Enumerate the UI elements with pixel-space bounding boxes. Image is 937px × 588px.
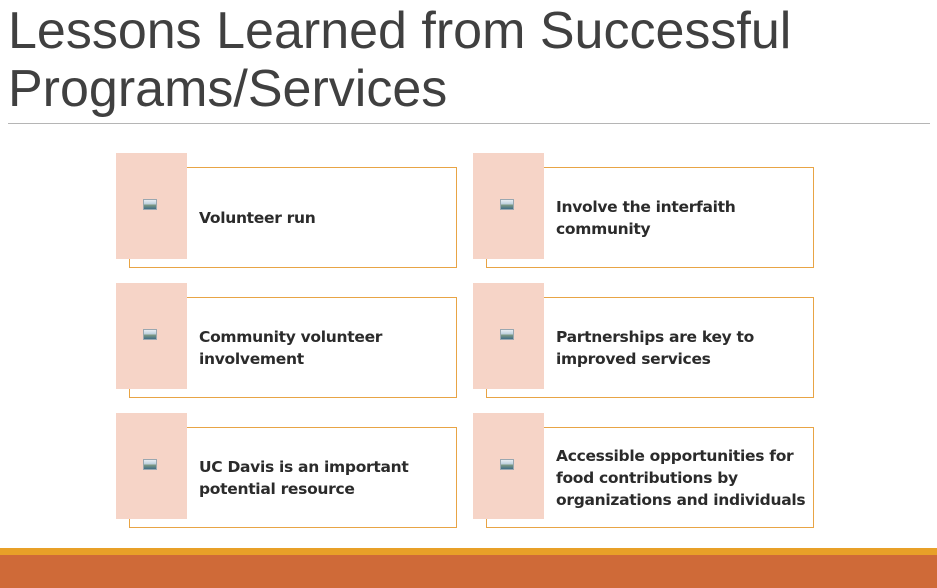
card-text: Involve the interfaith community bbox=[556, 197, 736, 238]
card-tab bbox=[473, 283, 544, 389]
card-text: Community volunteer involvement bbox=[199, 327, 383, 368]
card-tab bbox=[116, 283, 187, 389]
card-text: UC Davis is an important potential resou… bbox=[199, 457, 409, 498]
lesson-card-interfaith-community: Involve the interfaith community bbox=[473, 153, 818, 271]
lesson-card-food-contributions: Accessible opportunities for food contri… bbox=[473, 413, 818, 531]
lesson-card-community-volunteer: Community volunteer involvement bbox=[116, 283, 461, 401]
picture-icon bbox=[143, 459, 157, 470]
lesson-card-volunteer-run: Volunteer run bbox=[116, 153, 461, 271]
card-tab bbox=[473, 153, 544, 259]
picture-icon bbox=[500, 199, 514, 210]
lesson-card-partnerships: Partnerships are key to improved service… bbox=[473, 283, 818, 401]
card-text: Volunteer run bbox=[199, 208, 316, 227]
card-text: Partnerships are key to improved service… bbox=[556, 327, 755, 368]
card-tab bbox=[116, 413, 187, 519]
card-tab bbox=[116, 153, 187, 259]
card-tab bbox=[473, 413, 544, 519]
slide-title-line-2: Programs/Services bbox=[8, 60, 448, 118]
title-divider bbox=[8, 123, 930, 124]
picture-icon bbox=[500, 459, 514, 470]
picture-icon bbox=[500, 329, 514, 340]
footer-accent-bar bbox=[0, 548, 937, 555]
slide-title: Lessons Learned from Successful Programs… bbox=[8, 2, 928, 118]
footer-bar bbox=[0, 555, 937, 588]
slide-title-line-1: Lessons Learned from Successful bbox=[8, 2, 792, 60]
lesson-card-uc-davis: UC Davis is an important potential resou… bbox=[116, 413, 461, 531]
card-text: Accessible opportunities for food contri… bbox=[556, 446, 806, 509]
picture-icon bbox=[143, 199, 157, 210]
picture-icon bbox=[143, 329, 157, 340]
